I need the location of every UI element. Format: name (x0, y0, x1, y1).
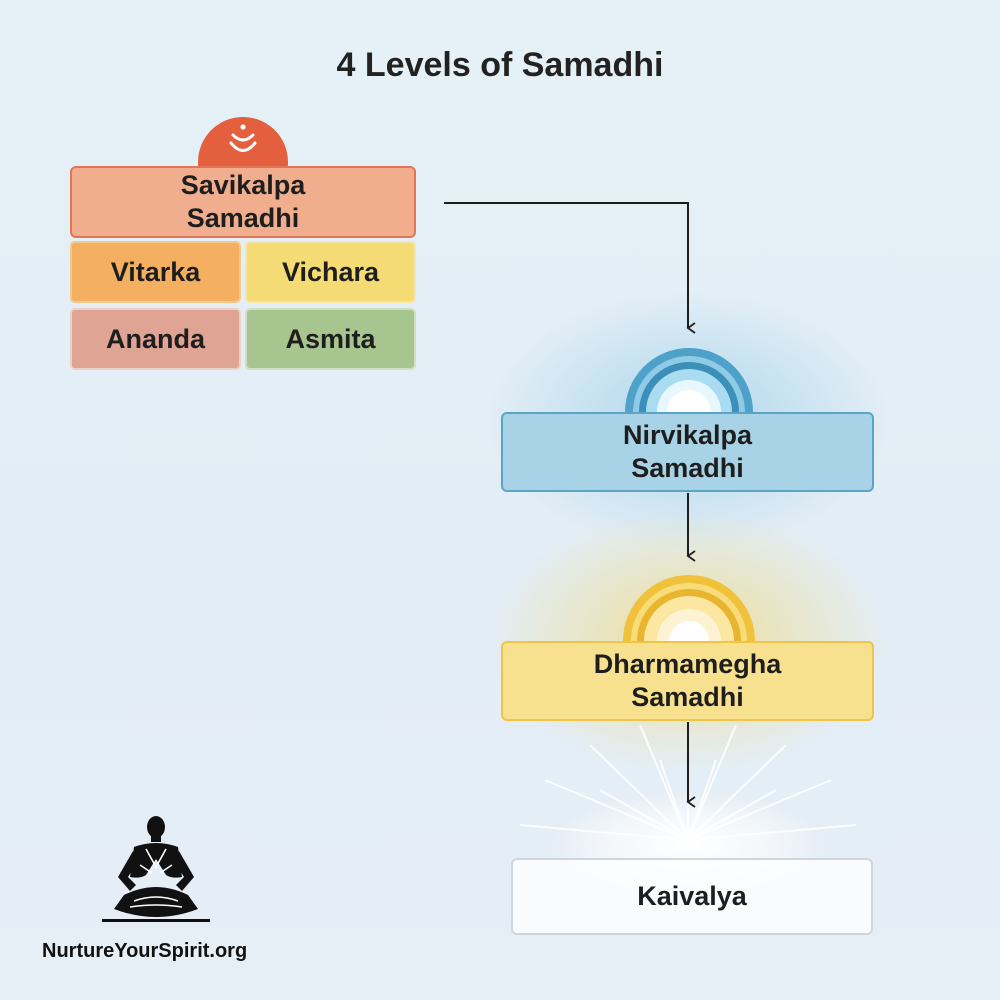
kaivalya-box: Kaivalya (511, 858, 873, 935)
om-icon (198, 117, 288, 166)
savikalpa-label-line2: Samadhi (186, 203, 300, 233)
dharmamegha-label-line1: Dharmamegha (593, 649, 782, 679)
golden-sun-icon (623, 575, 755, 641)
kaivalya-label: Kaivalya (637, 881, 747, 911)
meditating-figure-icon (102, 816, 210, 922)
nirvikalpa-samadhi-box: Nirvikalpa Samadhi (501, 412, 874, 492)
substage-asmita: Asmita (245, 308, 416, 370)
brand-url: NurtureYourSpirit.org (42, 940, 248, 962)
nirvikalpa-label-line2: Samadhi (631, 453, 744, 483)
blue-light-orb-icon (625, 348, 753, 412)
substage-ananda: Ananda (70, 308, 241, 370)
substage-vichara: Vichara (245, 241, 416, 303)
dharmamegha-label-line2: Samadhi (631, 682, 744, 712)
substage-vitarka: Vitarka (70, 241, 241, 303)
savikalpa-samadhi-box: Savikalpa Samadhi (70, 166, 416, 238)
nirvikalpa-label-line1: Nirvikalpa (622, 420, 753, 450)
connector-savikalpa-to-nirvikalpa (444, 202, 696, 334)
dharmamegha-samadhi-box: Dharmamegha Samadhi (501, 641, 874, 721)
savikalpa-label-line1: Savikalpa (180, 170, 306, 200)
diagram-title: 4 Levels of Samadhi (336, 46, 664, 84)
